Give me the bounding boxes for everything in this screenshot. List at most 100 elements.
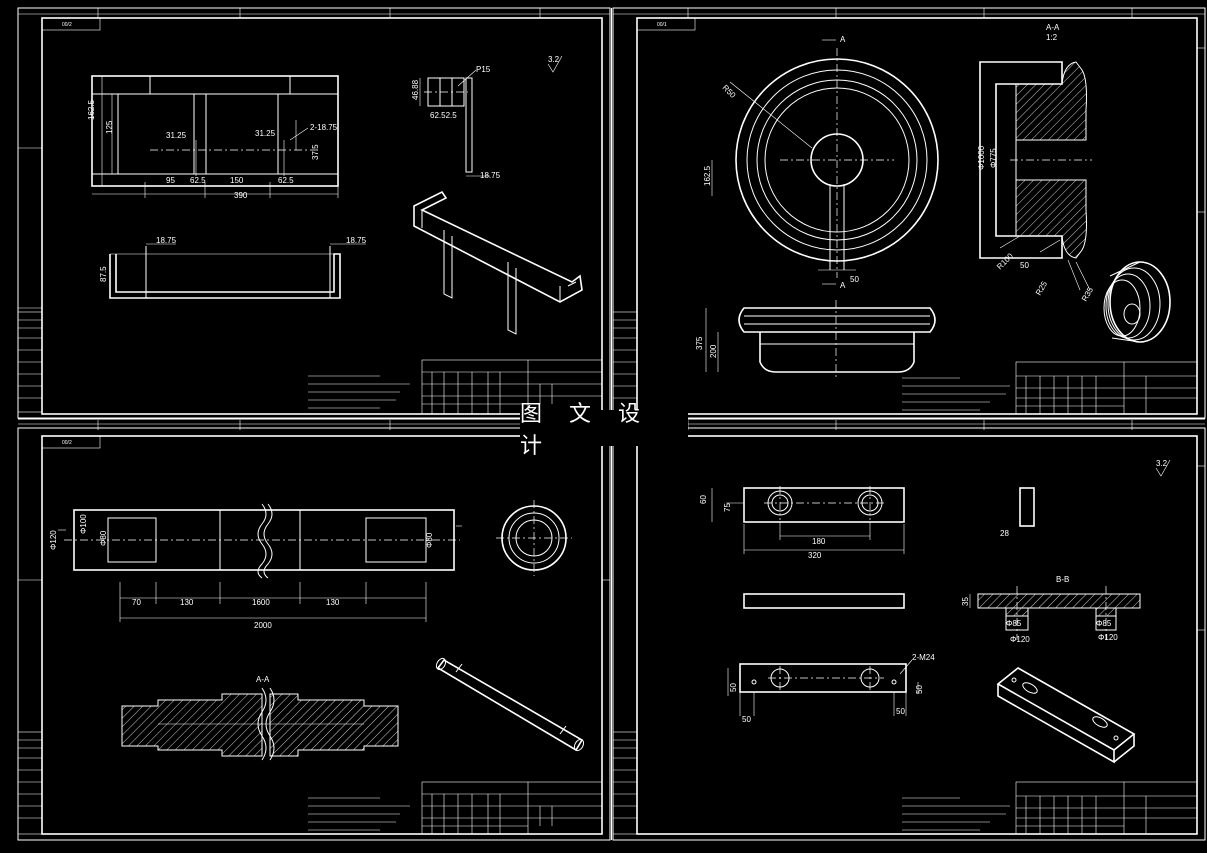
dim-75: 75 (723, 503, 732, 512)
shaft-isometric (435, 657, 585, 752)
drawing-frame (41, 435, 603, 835)
dim-162-5: 162.5 (703, 165, 712, 186)
pulley-side-view (705, 300, 936, 380)
notes-block (902, 377, 1010, 411)
section-scale: 1:2 (1046, 33, 1058, 42)
side-table (17, 311, 43, 413)
dim-60: 60 (699, 495, 708, 504)
dim-phi80-b: Φ80 (425, 532, 434, 548)
dim-50-c: 50 (896, 707, 905, 716)
dim-130: 130 (180, 598, 194, 607)
dim-62-5-b: 62.5 (278, 176, 294, 185)
dim-r50: R50 (721, 83, 738, 100)
dim-162-5: 162.5 (87, 99, 96, 120)
shaft-section-view (121, 687, 399, 761)
dim-phi85-b: Φ85 (1096, 619, 1112, 628)
sheet-bottom-left: 00/2 Φ120 (17, 420, 611, 841)
plate-side-view (1019, 487, 1035, 527)
side-table (612, 731, 638, 835)
sheet-code: 00/1 (657, 22, 667, 28)
dim-hole-2-18-75: 2-18.75 (310, 123, 338, 132)
shaft-front-view (58, 503, 462, 622)
dim-phi85-a: Φ85 (1006, 619, 1022, 628)
dim-r100: R100 (995, 251, 1015, 271)
dim-r25: R25 (1034, 279, 1049, 297)
sheet-border (612, 427, 1206, 841)
dim-62-5-2-5: 62.52.5 (430, 111, 457, 120)
section-title: A-A (256, 675, 270, 684)
dim-130-b: 130 (326, 598, 340, 607)
dim-95: 95 (166, 176, 175, 185)
plate-isometric (996, 667, 1136, 764)
dim-50-b: 50 (1020, 261, 1029, 270)
dim-62-5-a: 62.5 (190, 176, 206, 185)
shaft-end-view (496, 500, 572, 576)
dim-phi120-a: Φ120 (1010, 635, 1030, 644)
sheet-border (17, 427, 611, 841)
dim-200: 200 (709, 344, 718, 358)
dim-phi120: Φ120 (49, 530, 58, 550)
banner-title: 图 文 设 计 (520, 402, 688, 459)
plate-section-view (969, 586, 1141, 640)
sheet-code: 00/2 (62, 440, 72, 446)
bracket-isometric (413, 190, 583, 335)
roughness-value: 3.2 (1156, 459, 1168, 468)
bracket-side-view (419, 69, 490, 177)
dim-r35: R35 (1080, 285, 1095, 303)
dim-37-5: 37.5 (311, 144, 320, 160)
dim-31-25-b: 31.25 (255, 129, 276, 138)
dim-390: 390 (234, 191, 248, 200)
drawing-frame (636, 435, 1198, 835)
sheet-top-left: 00/2 3.2 (17, 7, 611, 419)
drawing-frame (41, 17, 603, 415)
bracket-front-view (91, 75, 339, 198)
title-block (421, 359, 603, 415)
dim-phi100: Φ100 (79, 514, 88, 534)
dim-50-a: 50 (729, 683, 738, 692)
title-block (1015, 361, 1198, 415)
dim-125: 125 (105, 120, 114, 134)
sheet-top-right: 00/1 A A R50 162.5 50 (612, 7, 1206, 419)
notes-block (308, 375, 410, 409)
dim-28: 28 (1000, 529, 1009, 538)
dim-phi775: Φ775 (989, 148, 998, 168)
plate-front-view (743, 593, 905, 609)
dim-31-25-a: 31.25 (166, 131, 187, 140)
notes-block (308, 797, 410, 831)
pulley-section-view (979, 61, 1092, 291)
section-title: B-B (1056, 575, 1069, 584)
plate-bottom-view (727, 659, 919, 716)
notes-block (902, 797, 1010, 831)
drawing-frame (636, 17, 1198, 415)
dim-50: 50 (850, 275, 859, 284)
dim-p15: P15 (476, 65, 491, 74)
section-mark-a-bottom: A (840, 281, 846, 290)
sheet-border (17, 7, 611, 419)
dim-50-b: 50 (742, 715, 751, 724)
dim-35: 35 (961, 597, 970, 606)
dim-phi1000: Φ1000 (977, 145, 986, 170)
bracket-top-view (109, 243, 366, 299)
roughness-value: 3.2 (548, 55, 560, 64)
dim-18-75-c: 18.75 (346, 236, 367, 245)
sheet-code: 00/2 (62, 22, 72, 28)
sheet-border (612, 7, 1206, 419)
plate-top-view (711, 486, 905, 554)
dim-46-88: 46.88 (411, 79, 420, 100)
dim-375: 375 (695, 336, 704, 350)
section-title: A-A (1046, 23, 1060, 32)
side-table (17, 731, 43, 835)
title-block (1015, 781, 1198, 835)
dim-70: 70 (132, 598, 141, 607)
dim-150: 150 (230, 176, 244, 185)
dim-phi120-b: Φ120 (1098, 633, 1118, 642)
dim-87-5: 87.5 (99, 266, 108, 282)
dim-phi80: Φ80 (99, 530, 108, 546)
dim-180: 180 (812, 537, 826, 546)
section-mark-a-top: A (840, 35, 846, 44)
dim-2-m24: 2-M24 (912, 653, 935, 662)
dim-2000: 2000 (254, 621, 272, 630)
dim-1600: 1600 (252, 598, 270, 607)
title-block (421, 781, 603, 835)
